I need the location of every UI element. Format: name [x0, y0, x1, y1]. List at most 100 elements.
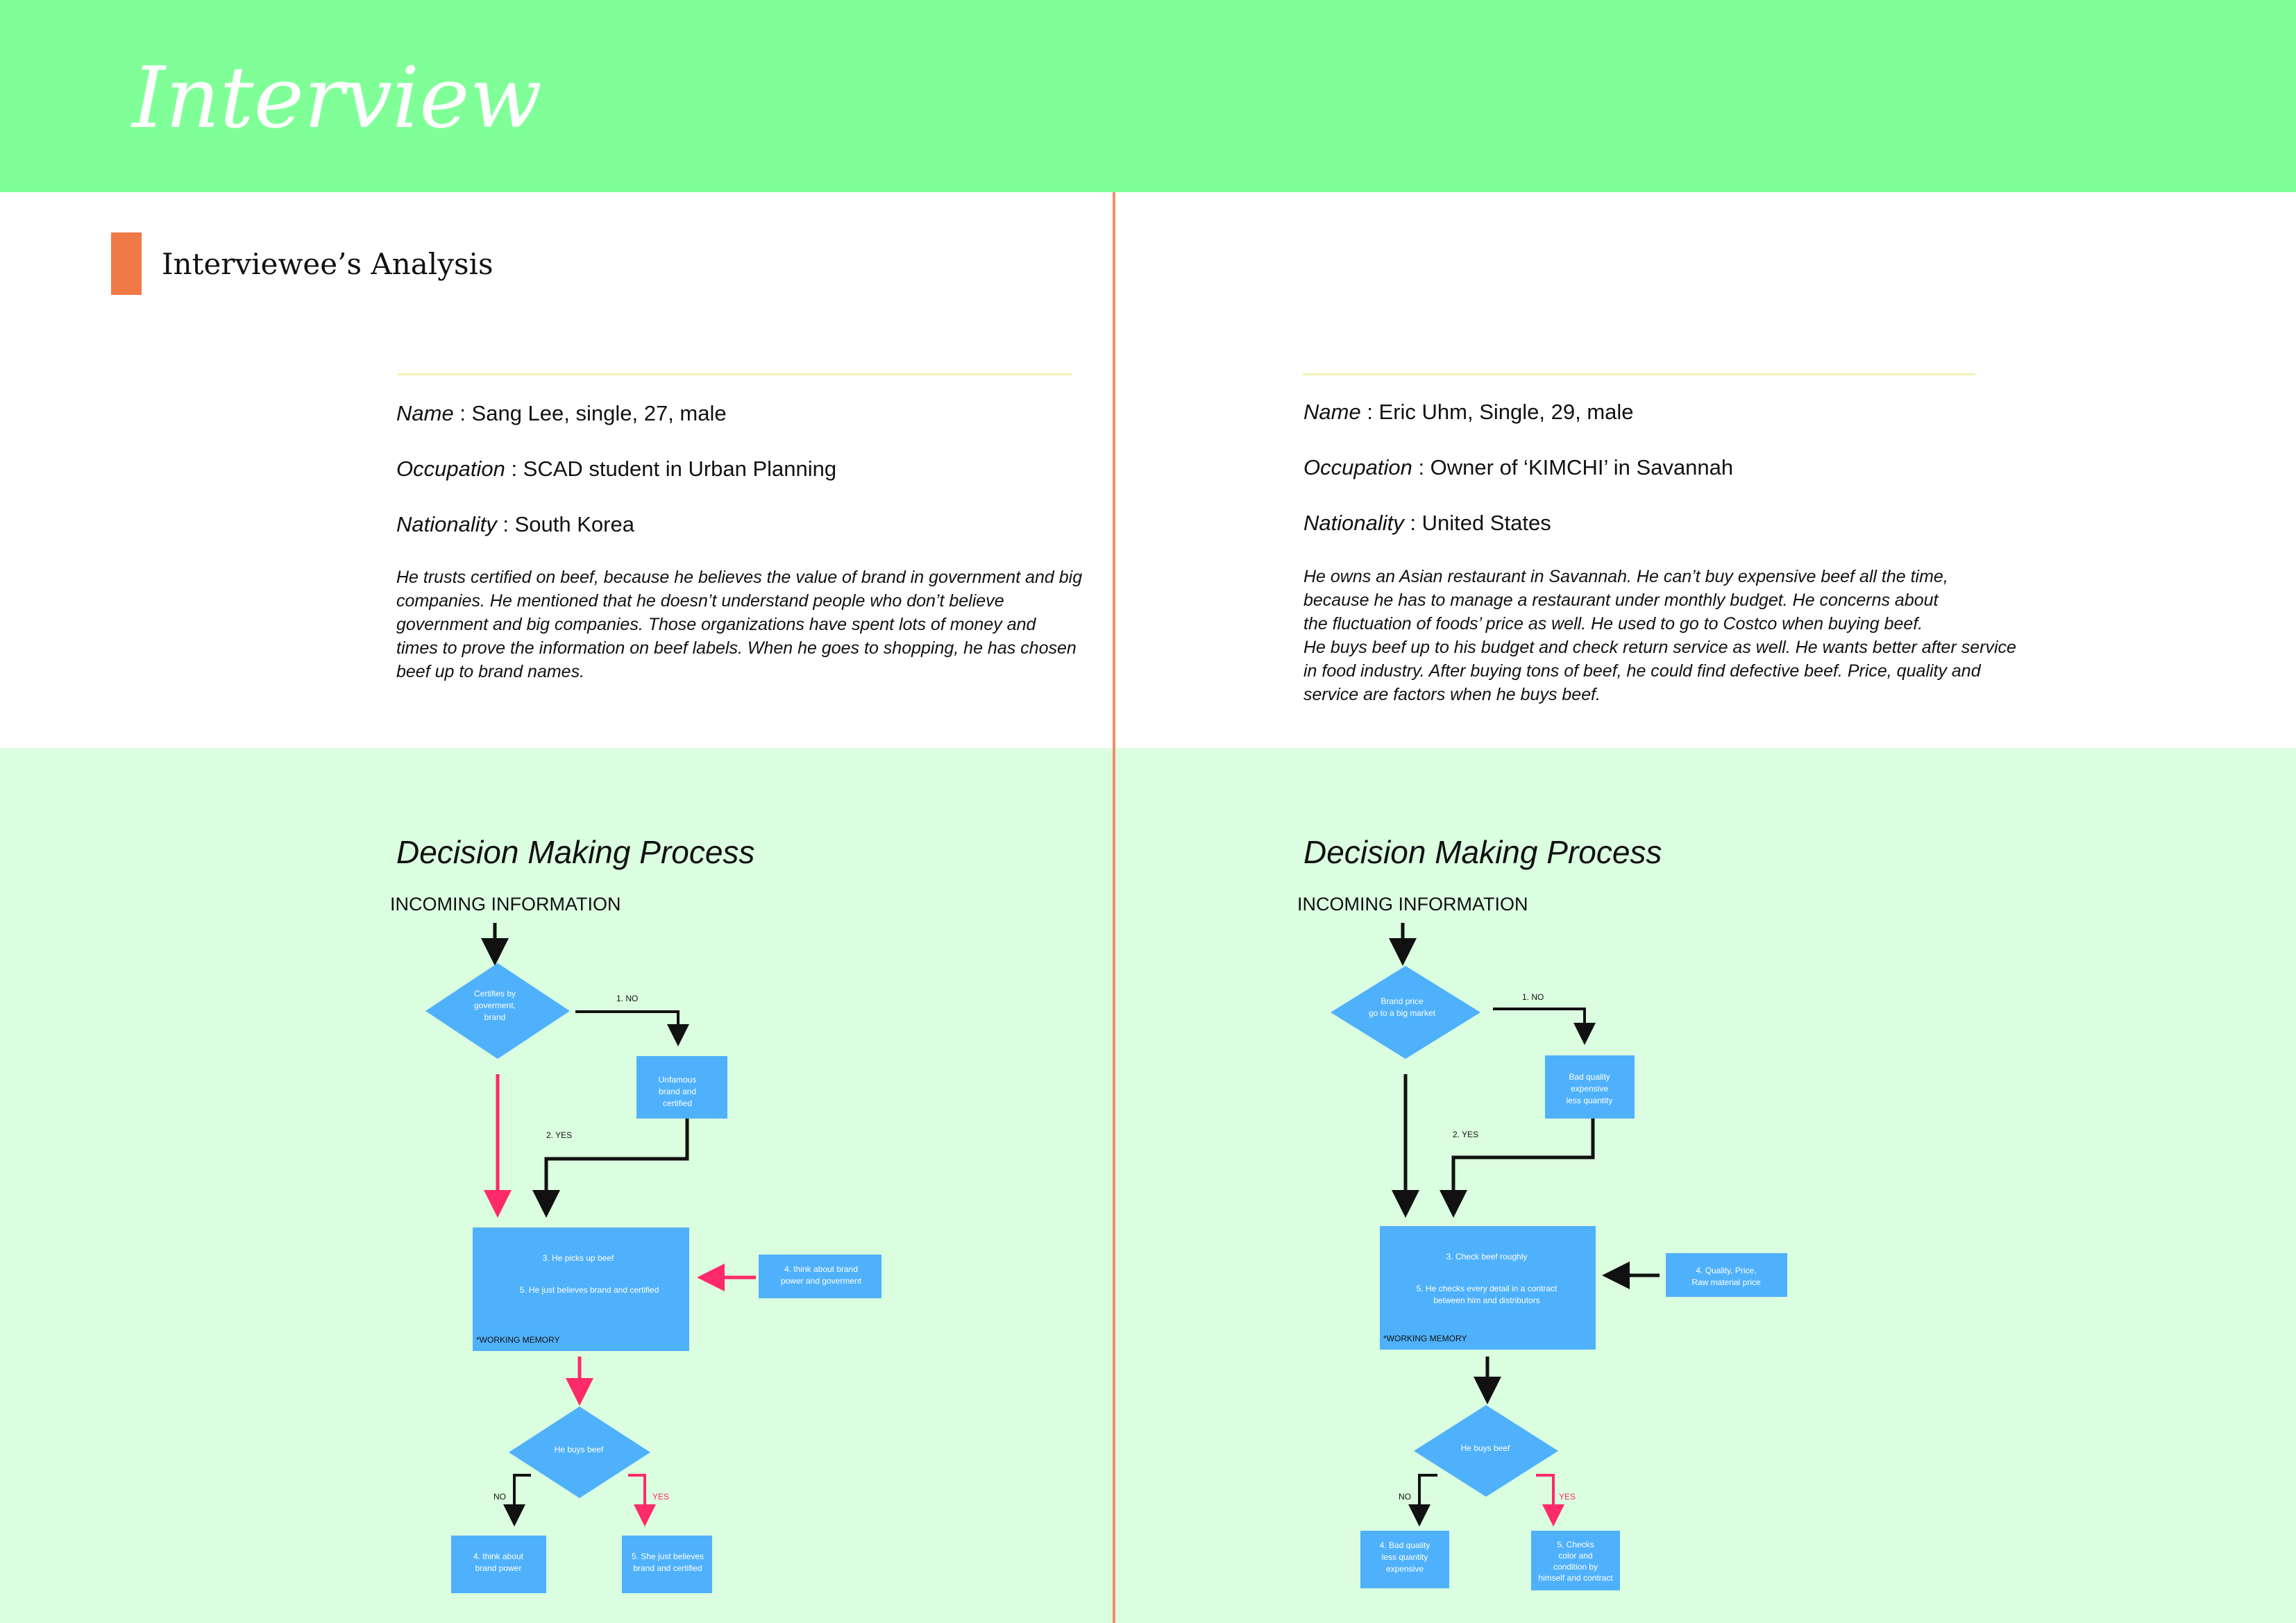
center-divider [1113, 192, 1115, 1623]
node-text: between him and distributors [1433, 1295, 1539, 1305]
diagram-title: Decision Making Process [1303, 834, 1662, 870]
nationality-value: : South Korea [496, 512, 634, 536]
node-text: condition by [1553, 1562, 1598, 1572]
no-label: 1. NO [616, 994, 638, 1003]
decision-certifies: Certifies by goverment, brand [425, 963, 570, 1059]
node-text: 5. Checks [1557, 1540, 1594, 1549]
left-arrows [481, 923, 756, 1527]
node-text: Certifies by [474, 989, 516, 999]
profile-name: Name : Sang Lee, single, 27, male [396, 401, 727, 426]
node-text: 4. Quality, Price, [1696, 1266, 1756, 1275]
working-memory-note: *WORKING MEMORY [1383, 1334, 1467, 1343]
box-bad-quality: Bad quality expensive less quantity [1545, 1055, 1635, 1119]
nationality-value: : United States [1403, 511, 1551, 535]
right-arrows [1389, 923, 1660, 1527]
arrow-yes-out [1536, 1474, 1564, 1527]
node-text: less quantity [1382, 1552, 1428, 1562]
node-text: Brand price [1381, 996, 1424, 1006]
profile-rule [398, 373, 1072, 375]
header-banner [0, 0, 2296, 192]
node-text: less quantity [1567, 1096, 1613, 1105]
diagram-background [0, 748, 2296, 1623]
box-working-memory: 3. He picks up beef 5. He just believes … [473, 1227, 689, 1351]
section-title: Interviewee’s Analysis [162, 247, 493, 281]
decision-buys-beef: He buys beef [1414, 1405, 1558, 1497]
profile-name: Name : Eric Uhm, Single, 29, male [1303, 400, 1634, 425]
yes-label: 2. YES [546, 1130, 572, 1140]
arrow-yes [1440, 1119, 1595, 1218]
profile-occupation: Occupation : SCAD student in Urban Plann… [396, 457, 836, 482]
node-text: Raw material price [1691, 1277, 1761, 1287]
occupation-label: Occupation [1303, 455, 1412, 479]
node-text: goverment, [474, 1001, 516, 1010]
incoming-information-label: INCOMING INFORMATION [390, 894, 621, 915]
node-text: himself and contract [1538, 1573, 1613, 1583]
diagram-title: Decision Making Process [396, 834, 755, 870]
yes-label: 2. YES [1453, 1130, 1478, 1139]
node-text: 5. She just believes [632, 1552, 704, 1561]
node-text: brand power [475, 1563, 522, 1573]
decision-brand-price: Brand price go to a big market [1331, 966, 1480, 1059]
node-text: He buys beef [555, 1445, 604, 1454]
yes-label: YES [1559, 1492, 1576, 1502]
node-text: brand and certified [633, 1563, 702, 1573]
node-text: 3. He picks up beef [543, 1253, 614, 1263]
occupation-value: : Owner of ‘KIMCHI’ in Savannah [1412, 455, 1734, 479]
box-out-right: 5. She just believes brand and certified [622, 1536, 712, 1593]
incoming-information-label: INCOMING INFORMATION [1297, 894, 1528, 915]
node-text: 5. He just believes brand and certified [520, 1285, 659, 1295]
name-label: Name [1303, 400, 1361, 424]
node-text: expensive [1386, 1564, 1424, 1574]
node-text: 4. think about brand [784, 1264, 858, 1274]
box-unfamous: Unfamous brand and certified [636, 1056, 727, 1119]
box-out-right: 5. Checks color and condition by himself… [1531, 1531, 1620, 1590]
node-text: 3. Check beef roughly [1446, 1252, 1528, 1261]
node-text: go to a big market [1369, 1008, 1436, 1018]
node-text: power and goverment [781, 1276, 862, 1286]
node-text: 5. He checks every detail in a contract [1417, 1284, 1558, 1293]
node-text: certified [663, 1098, 692, 1108]
box-out-left: 4. think about brand power [451, 1536, 546, 1593]
section-accent-bar [111, 232, 142, 295]
node-text: brand [484, 1012, 506, 1022]
node-text: Bad quality [1569, 1072, 1610, 1082]
profile-description: He owns an Asian restaurant in Savannah.… [1303, 567, 2016, 704]
node-text: expensive [1571, 1084, 1608, 1094]
no-label: NO [1399, 1492, 1411, 1502]
box-working-memory: 3. Check beef roughly 5. He checks every… [1380, 1226, 1596, 1350]
arrow-no-out [1408, 1474, 1437, 1527]
name-label: Name [396, 401, 454, 425]
working-memory-note: *WORKING MEMORY [476, 1335, 559, 1345]
profile-description: He trusts certified on beef, because he … [396, 568, 1083, 681]
node-text: brand and [659, 1087, 696, 1096]
node-text: 4. Bad quality [1380, 1540, 1430, 1550]
profile-rule [1302, 373, 1975, 375]
arrow-no-out [503, 1474, 531, 1527]
box-side-input: 4. Quality, Price, Raw material price [1666, 1253, 1787, 1297]
node-text: 4. think about [473, 1552, 524, 1561]
arrow-no [575, 1010, 689, 1046]
decision-buys-beef: He buys beef [509, 1407, 650, 1498]
box-side-input: 4. think about brand power and goverment [759, 1255, 881, 1298]
profile-nationality: Nationality : United States [1303, 511, 1551, 536]
node-text: Unfamous [659, 1075, 697, 1085]
box-out-left: 4. Bad quality less quantity expensive [1360, 1531, 1449, 1588]
arrow-yes-out [628, 1474, 656, 1527]
nationality-label: Nationality [1303, 511, 1404, 535]
name-value: : Eric Uhm, Single, 29, male [1360, 400, 1634, 424]
occupation-value: : SCAD student in Urban Planning [505, 457, 837, 481]
profile-nationality: Nationality : South Korea [396, 512, 634, 537]
arrow-no [1493, 1008, 1596, 1045]
nationality-label: Nationality [396, 512, 497, 536]
yes-label: YES [652, 1492, 669, 1502]
profile-occupation: Occupation : Owner of ‘KIMCHI’ in Savann… [1303, 455, 1733, 480]
no-label: 1. NO [1522, 992, 1544, 1002]
arrow-yes [532, 1119, 689, 1218]
name-value: : Sang Lee, single, 27, male [453, 401, 727, 425]
no-label: NO [493, 1492, 506, 1502]
node-text: He buys beef [1461, 1443, 1510, 1453]
occupation-label: Occupation [396, 457, 505, 481]
node-text: color and [1558, 1551, 1592, 1561]
